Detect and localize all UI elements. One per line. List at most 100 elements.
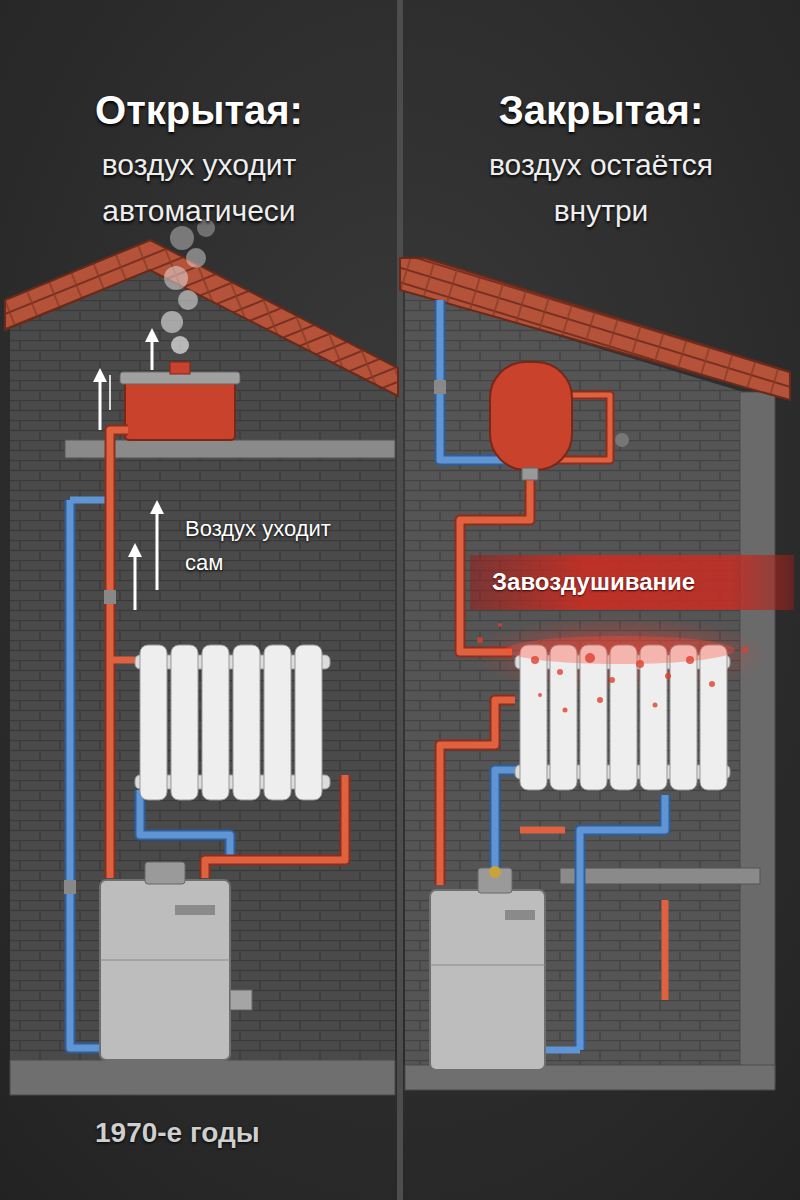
air-bubbles-part — [686, 656, 694, 664]
open-boiler-part — [100, 960, 230, 961]
closed-radiator — [470, 615, 770, 790]
open-house-part — [10, 262, 395, 1095]
alert-band: Завоздушивание — [470, 555, 794, 610]
air-arrows-part — [151, 340, 154, 370]
air-arrows-part — [145, 328, 159, 342]
air-bubbles-part — [498, 623, 502, 627]
open-radiator-part — [202, 645, 229, 800]
open-pipes-part — [104, 590, 116, 604]
air-bubbles — [477, 623, 748, 713]
steam-part — [178, 290, 198, 310]
steam-part — [186, 248, 206, 268]
open-boiler-part — [230, 990, 252, 1010]
air-bubbles-part — [597, 697, 603, 703]
closed-pipes-part — [495, 770, 520, 880]
air-arrows-part — [150, 500, 164, 514]
closed-pipes-part — [580, 795, 665, 1050]
open-expansion-tank-part — [170, 362, 190, 374]
open-radiator — [135, 645, 330, 800]
air-arrows-part — [134, 555, 137, 610]
steam — [161, 219, 215, 354]
closed-radiator-part — [670, 645, 697, 790]
air-bubbles-part — [531, 656, 539, 664]
air-arrows-part — [109, 375, 111, 410]
closed-radiator-part — [610, 645, 637, 790]
closed-house-part — [400, 258, 790, 400]
closed-pipes-part — [434, 380, 446, 394]
air-bubbles-part — [538, 693, 542, 697]
open-radiator-part — [171, 645, 198, 800]
background-part — [397, 0, 403, 1200]
closed-boiler-part — [489, 866, 501, 878]
panel-heading: Закрытая: — [402, 86, 800, 134]
air-bubbles-part — [609, 677, 615, 683]
open-house-part — [5, 240, 398, 396]
air-arrows-part — [156, 512, 159, 590]
closed-boiler-part — [505, 910, 535, 920]
closed-pipes-part — [580, 795, 665, 1050]
air-bubbles-part — [709, 681, 715, 687]
open-radiator-part — [233, 645, 260, 800]
open-pipes-part — [70, 500, 100, 1048]
air-bubbles-part — [636, 660, 644, 668]
closed-pipes-part — [440, 700, 515, 885]
closed-radiator-part — [550, 645, 577, 790]
steam-part — [164, 266, 188, 290]
closed-radiator-part — [520, 645, 547, 790]
air-bubbles-part — [665, 673, 671, 679]
open-house-part — [10, 262, 395, 1095]
closed-house-part — [405, 290, 770, 1085]
air-arrows-part — [99, 380, 102, 430]
open-pipes-part — [70, 500, 100, 1048]
open-pipes-part — [110, 430, 128, 878]
air-arrows-part — [93, 368, 107, 382]
air-bubbles-part — [477, 637, 483, 643]
open-pipes-part — [110, 657, 138, 664]
open-house-part — [10, 1060, 395, 1095]
closed-radiator-part — [505, 636, 735, 664]
closed-boiler — [430, 866, 545, 1070]
closed-pipes-part — [520, 827, 565, 834]
open-boiler-part — [145, 862, 185, 884]
open-expansion-tank-part — [125, 380, 235, 440]
open-expansion-tank — [120, 362, 240, 440]
open-boiler-part — [100, 880, 230, 1060]
steam-part — [161, 311, 183, 333]
open-pipes-part — [70, 497, 105, 504]
panel: Закрытая:воздух остаётся внутриЗавоздуши… — [402, 0, 800, 300]
closed-radiator-part — [640, 645, 667, 790]
era-label: 1970-е годы — [95, 1116, 355, 1150]
open-boiler — [100, 862, 252, 1060]
steam-part — [171, 336, 189, 354]
closed-expansion-tank-part — [522, 468, 538, 480]
air-bubbles-part — [742, 647, 748, 653]
open-radiator-part — [295, 645, 322, 800]
panel-subtitle: воздух уходит автоматичеси — [39, 142, 359, 234]
closed-house-part — [560, 868, 760, 884]
steam-part — [170, 226, 194, 250]
open-house — [5, 240, 398, 1095]
closed-radiator-part — [580, 645, 607, 790]
open-radiator-part — [140, 645, 167, 800]
closed-pipes-part — [545, 1047, 580, 1054]
air-bubbles-part — [653, 703, 658, 708]
panel-subtitle: воздух остаётся внутри — [441, 142, 761, 234]
panel-heading: Открытая: — [0, 86, 398, 134]
closed-house — [400, 258, 790, 1090]
closed-radiator-part — [700, 645, 727, 790]
warning-text: Завоздушивание — [492, 567, 780, 597]
closed-pipes-part — [440, 700, 515, 885]
open-pipes-part — [110, 430, 128, 878]
open-boiler-part — [175, 905, 215, 915]
open-pipes-part — [64, 880, 76, 894]
closed-expansion-tank-part — [490, 362, 572, 470]
panel: Открытая: воздух уходит автоматичеси — [0, 0, 398, 300]
closed-house-part — [740, 392, 775, 1085]
open-radiator-part — [264, 645, 291, 800]
air-bubbles-part — [563, 708, 568, 713]
air-bubbles-part — [585, 653, 595, 663]
closed-pipes-part — [615, 433, 629, 447]
